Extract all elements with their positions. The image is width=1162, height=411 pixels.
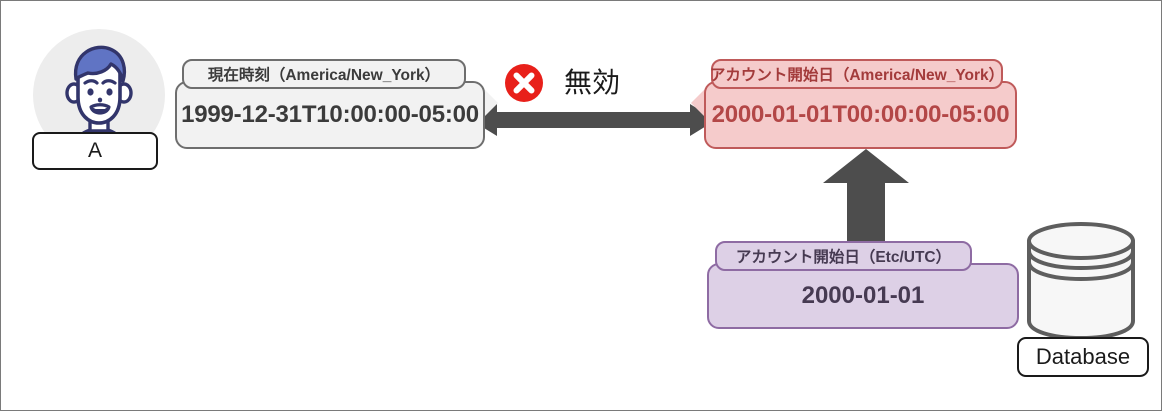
double-headed-arrow-icon — [471, 104, 716, 136]
error-x-circle-icon — [505, 64, 543, 102]
current-time-value: 1999-12-31T10:00:00-05:00 — [175, 81, 485, 149]
current-time-tab-label: 現在時刻（America/New_York） — [182, 59, 466, 89]
invalid-status-label: 無効 — [564, 67, 621, 98]
account-start-ny-value: 2000-01-01T00:00:00-05:00 — [704, 81, 1017, 149]
account-start-utc-value: 2000-01-01 — [707, 263, 1019, 329]
callout-notch-left — [691, 89, 705, 117]
callout-account-start-ny: 2000-01-01T00:00:00-05:00 アカウント開始日（Ameri… — [691, 59, 1017, 149]
database-label: Database — [1017, 337, 1149, 377]
actor-label: A — [32, 132, 158, 170]
account-start-ny-tab-label: アカウント開始日（America/New_York） — [710, 59, 1004, 89]
callout-account-start-utc: 2000-01-01 アカウント開始日（Etc/UTC） — [707, 241, 1019, 329]
callout-current-time: 1999-12-31T10:00:00-05:00 現在時刻（America/N… — [175, 59, 498, 149]
database-cylinder-icon — [1027, 222, 1135, 340]
account-start-utc-tab-label: アカウント開始日（Etc/UTC） — [715, 241, 972, 271]
callout-notch-right — [484, 89, 498, 117]
arrow-up-icon — [823, 149, 909, 245]
